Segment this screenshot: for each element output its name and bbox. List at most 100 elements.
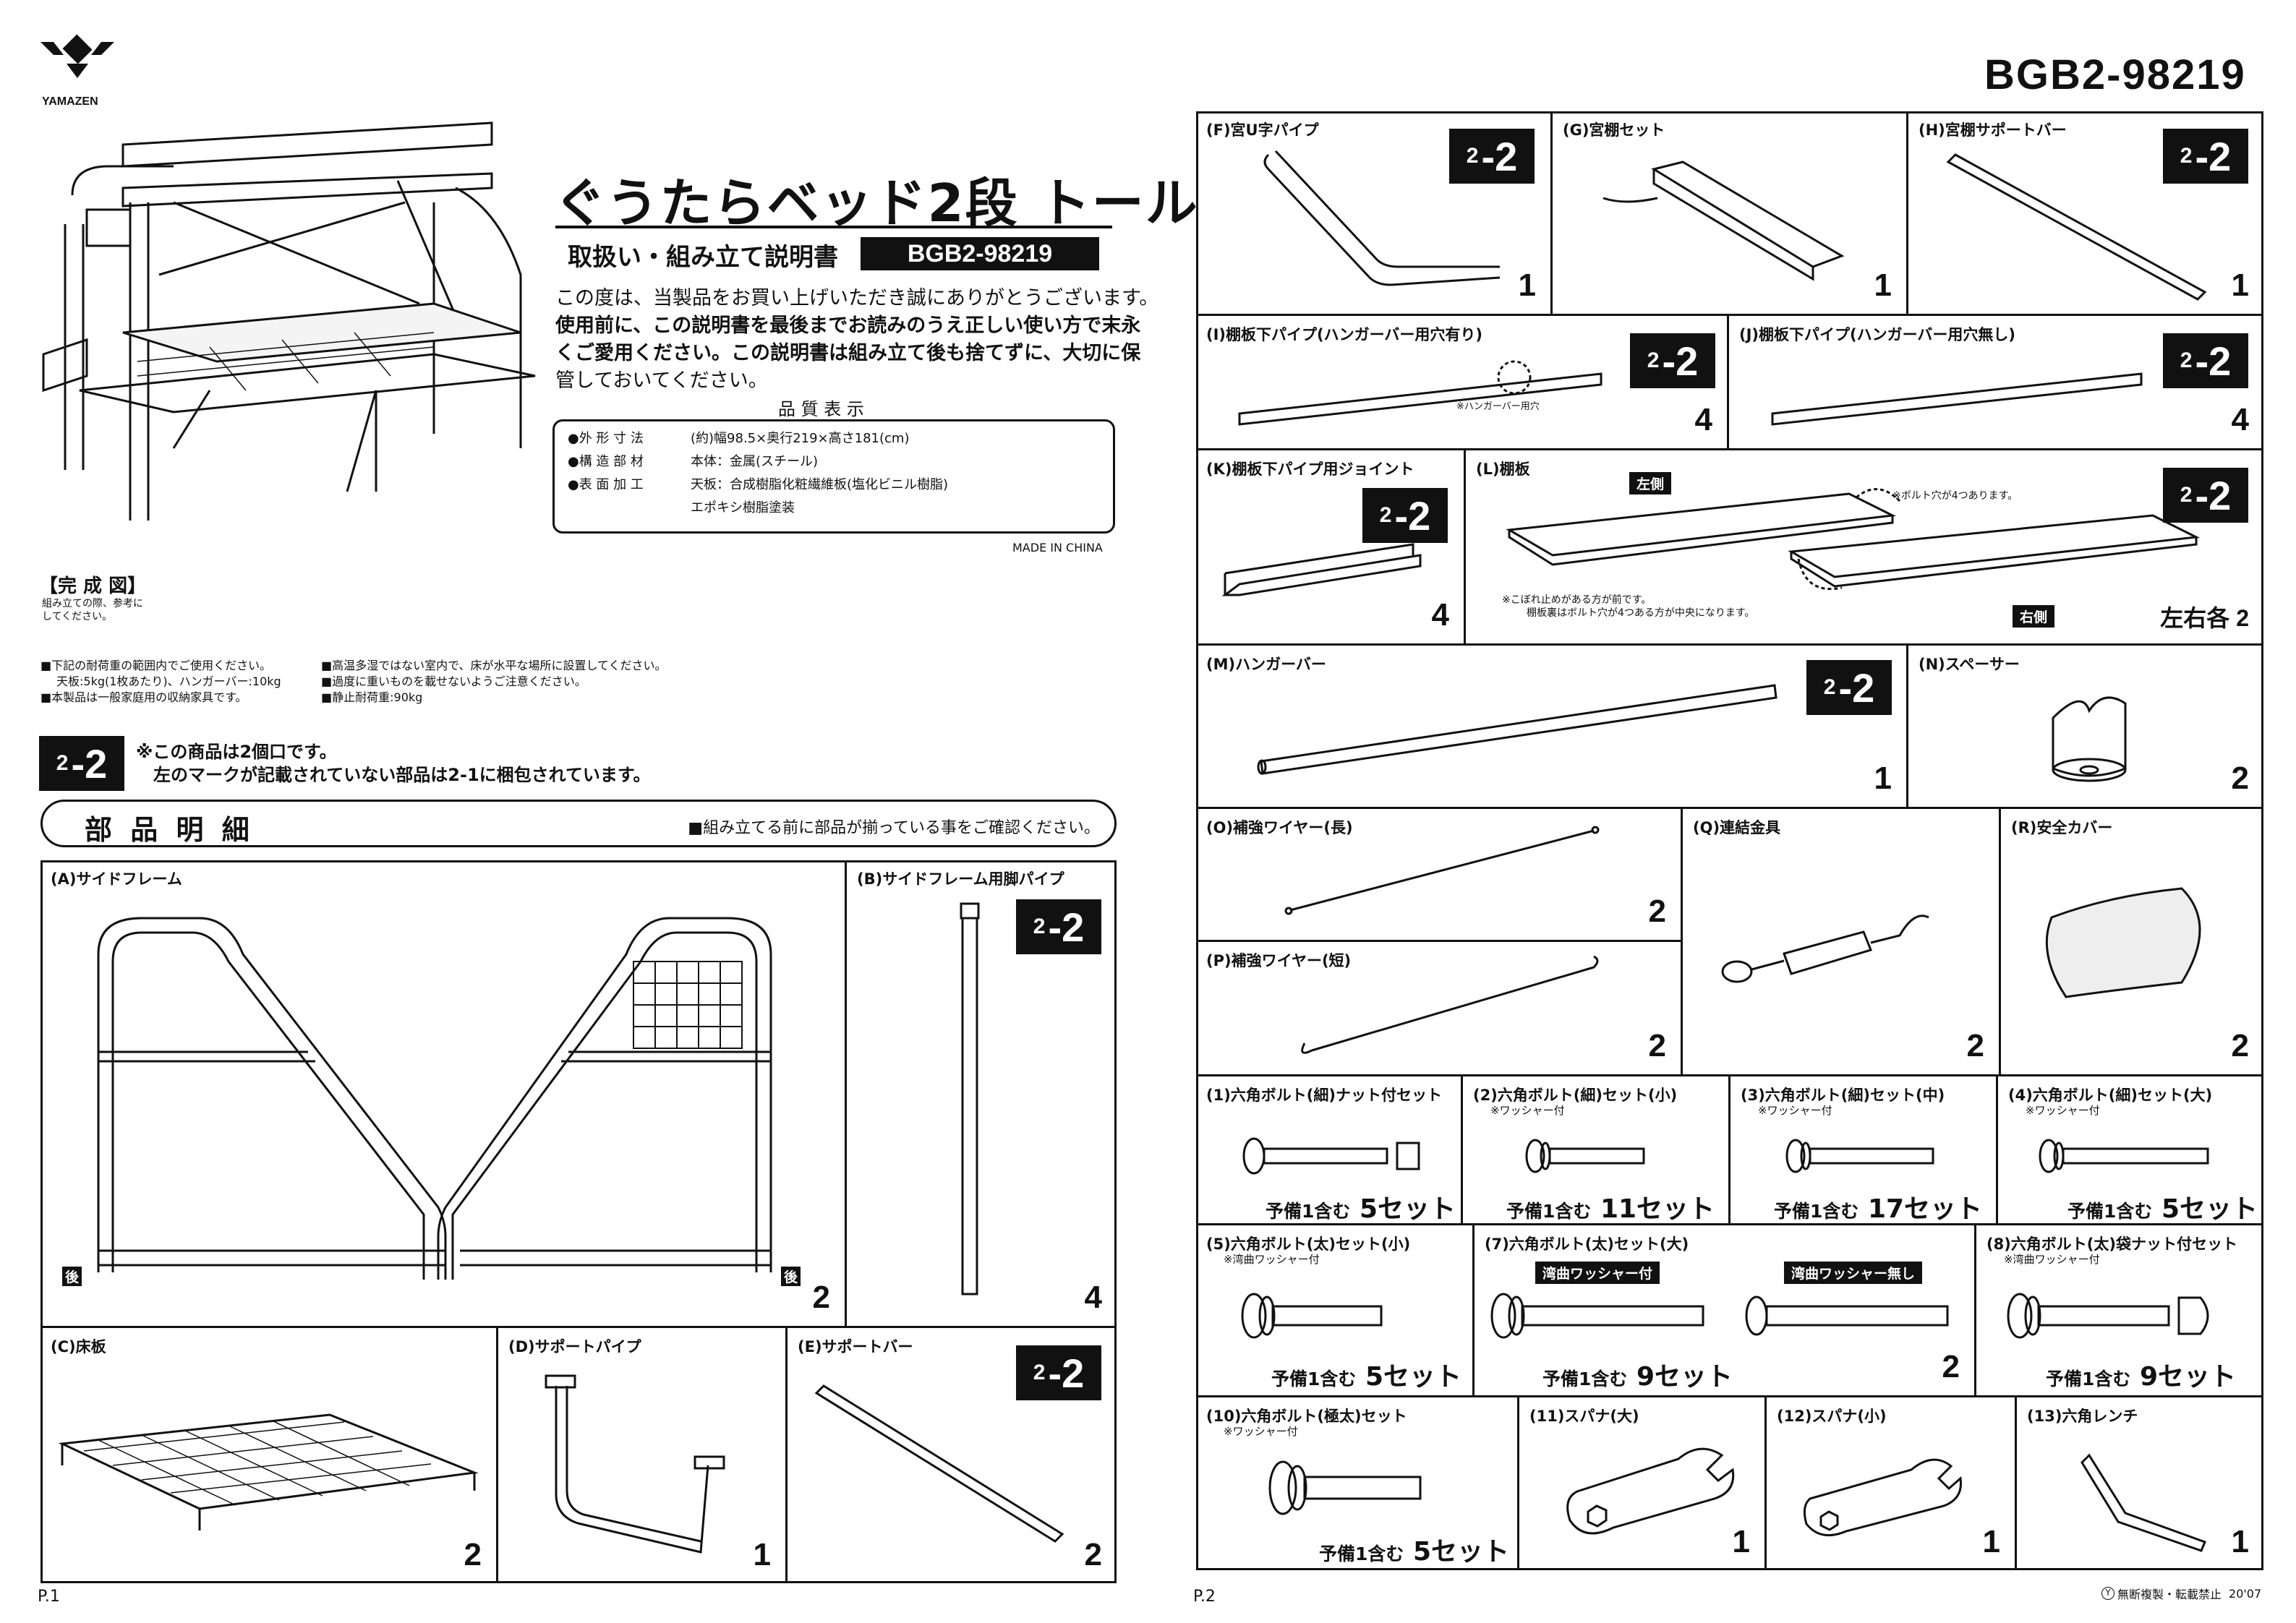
part-B-cell: (B)サイドフレーム用脚パイプ 2-2 4 (847, 860, 1117, 1326)
right-side-tag: 右側 (2013, 605, 2055, 628)
part-qty: 4 (1694, 402, 1712, 437)
back-mark: 後 (781, 1267, 801, 1286)
side-frame-illustration (97, 917, 772, 1280)
part-label: (B)サイドフレーム用脚パイプ (857, 870, 1064, 888)
note-line: 天板:5kg(1枚あたり)、ハンガーバー:10kg (56, 675, 281, 688)
quality-label-box: ●外 形 寸 法(約)幅98.5×奥行219×高さ181(cm) ●構 造 部 … (552, 419, 1115, 534)
bolt-3-cell: (3)六角ボルト(細)セット(中) ※ワッシャー付 予備1含む 17セット (1730, 1076, 1996, 1224)
bolt-10-cell: (10)六角ボルト(極太)セット ※ワッシャー付 予備1含む 5セット (1196, 1397, 1517, 1570)
intro-line: 使用前に、この説明書を最後までお読みのうえ正しい使い方で末永 (555, 314, 1141, 337)
intro-line: この度は、当製品をお買い上げいただき誠にありがとうございます。 (555, 287, 1159, 309)
hanger-bar-illustration (1257, 684, 1778, 775)
part-label: (A)サイドフレーム (51, 870, 182, 888)
leg-pipe-illustration (960, 902, 980, 1296)
intro-text: この度は、当製品をお買い上げいただき誠にありがとうございます。 使用前に、この説… (555, 285, 1158, 395)
badge-num: 2 (1466, 144, 1479, 168)
tool-label: (11)スパナ(大) (1529, 1408, 1639, 1425)
part-label: (N)スペーサー (1919, 656, 2020, 673)
usage-notes-left: ■下記の耐荷重の範囲内でご使用ください。 天板:5kg(1枚あたり)、ハンガーバ… (40, 658, 281, 706)
part-label: (K)棚板下パイプ用ジョイント (1206, 461, 1414, 478)
bolt-qty: 11セット (1600, 1194, 1715, 1224)
package-mark-badge: 2-2 (1449, 129, 1535, 184)
tool-label: (13)六角レンチ (2027, 1408, 2138, 1425)
qty-prefix: 予備1含む (1266, 1201, 1351, 1222)
large-spanner-icon (1566, 1447, 1735, 1535)
bolt-label: (10)六角ボルト(極太)セット (1206, 1408, 1407, 1425)
part-label: (F)宮U字パイプ (1206, 121, 1319, 139)
part-qty: 2 (2231, 761, 2249, 796)
qty-prefix: 予備1含む (1506, 1201, 1592, 1222)
bolt-small-illustration (1525, 1139, 1645, 1173)
model-number-badge: BGB2-98219 (861, 237, 1099, 270)
part-qty: 1 (1874, 761, 1892, 796)
qty-prefix: 予備1含む (1271, 1369, 1357, 1389)
part-qty: 1 (1518, 267, 1536, 303)
product-title: ぐうたらベッド2段 トール (554, 173, 1199, 234)
package-mark-badge: 2-2 (2163, 468, 2248, 523)
part-qty: 2 (464, 1537, 482, 1572)
part-C-cell: (C)床板 2 (40, 1328, 496, 1583)
note-line: ■静止耐荷重:90kg (321, 690, 423, 704)
qty-prefix: 予備1含む (1542, 1369, 1628, 1389)
package-mark-badge: 2-2 (1016, 1345, 1101, 1400)
quality-key: ●表 面 加 工 (568, 477, 644, 492)
part-H-cell: (H)宮棚サポートバー 2-2 1 (1908, 111, 2263, 314)
shelf-pipe-no-hole-illustration (1771, 372, 2143, 426)
support-bar-illustration (814, 1384, 1064, 1543)
part-D-cell: (D)サポートパイプ 1 (498, 1328, 785, 1583)
bolt-subnote: ※ワッシャー付 (1490, 1104, 1565, 1117)
badge-num: -2 (2195, 338, 2232, 384)
package-mark-badge: 2-2 (1016, 899, 1101, 954)
support-pipe-illustration (545, 1374, 725, 1554)
note-line: ■過度に重いものを載せないようご注意ください。 (321, 675, 586, 688)
bolt-qty: 17セット (1867, 1194, 1983, 1224)
bolt-qty: 2 (1942, 1349, 1960, 1384)
quality-heading: 品 質 表 示 (778, 399, 864, 419)
copyright-mark-icon: Y (2101, 1587, 2114, 1600)
part-label: (I)棚板下パイプ(ハンガーバー用穴有り) (1206, 326, 1482, 343)
note-line: ■下記の耐荷重の範囲内でご使用ください。 (40, 659, 272, 672)
qty-prefix: 予備1含む (1319, 1543, 1404, 1564)
back-mark: 後 (62, 1267, 82, 1286)
tool-qty: 1 (1982, 1524, 2000, 1559)
quality-key: ●構 造 部 材 (568, 454, 644, 469)
part-qty: 左右各 2 (2160, 605, 2249, 631)
package-mark-badge: 2-2 (39, 736, 124, 791)
badge-num: 2 (1033, 1361, 1046, 1384)
part-label: (R)安全カバー (2011, 819, 2113, 836)
bolt-qty: 9セット (1636, 1362, 1733, 1392)
tool-label: (12)スパナ(小) (1777, 1408, 1887, 1425)
note-line: ■本製品は一般家庭用の収納家具です。 (40, 690, 247, 704)
part-label: (E)サポートバー (798, 1338, 913, 1356)
part-note: ※こぼれ止めがある方が前です。 (1502, 594, 1652, 606)
part-qty: 1 (1874, 267, 1892, 303)
part-K-cell: (K)棚板下パイプ用ジョイント 2-2 4 (1196, 450, 1464, 643)
badge-num: -2 (1838, 664, 1875, 711)
part-F-cell: (F)宮U字パイプ 2-2 1 (1196, 111, 1550, 314)
part-I-cell: (I)棚板下パイプ(ハンガーバー用穴有り) 2-2 ※ハンガーバー用穴 4 (1196, 316, 1727, 448)
manual-subtitle: 取扱い・組み立て説明書 (568, 243, 838, 272)
part-qty: 4 (2231, 402, 2249, 437)
usage-notes-right: ■高温多湿ではない室内で、床が水平な場所に設置してください。 ■過度に重いものを… (321, 658, 667, 706)
part-J-cell: (J)棚板下パイプ(ハンガーバー用穴無し) 2-2 4 (1729, 316, 2263, 448)
thick-bolt-large-illustration (1490, 1293, 1949, 1339)
part-A-cell: (A)サイドフレーム 後 後 2 (40, 860, 845, 1326)
quality-value: 本体：金属(スチール) (691, 454, 819, 469)
badge-num: -2 (1048, 904, 1085, 950)
part-qty: 2 (1648, 1028, 1666, 1063)
parts-grid-page1 (40, 860, 1117, 1583)
badge-num: 2 (1823, 675, 1836, 699)
left-side-tag: 左側 (1629, 472, 1672, 494)
part-label: (P)補強ワイヤー(短) (1206, 952, 1352, 969)
part-L-cell: (L)棚板 2-2 左側 右側 ※ボルト穴が4つあります。 ※こぼれ止めがある方… (1466, 450, 2263, 643)
completed-heading: 【完 成 図】 (39, 575, 147, 597)
extra-thick-bolt-illustration (1268, 1460, 1422, 1515)
badge-num: 2 (1033, 915, 1046, 938)
doc-date: 20'07 (2229, 1586, 2262, 1601)
part-qty: 1 (753, 1537, 771, 1572)
long-wire-illustration (1284, 826, 1600, 915)
note-line: 左のマークが記載されていない部品は2-1に梱包されています。 (153, 765, 651, 785)
quality-value: エポキシ樹脂塗装 (691, 500, 795, 515)
bolt-8-cell: (8)六角ボルト(太)袋ナット付セット ※湾曲ワッシャー付 予備1含む 9セット (1976, 1225, 2263, 1395)
thick-bolt-small-illustration (1241, 1293, 1383, 1339)
